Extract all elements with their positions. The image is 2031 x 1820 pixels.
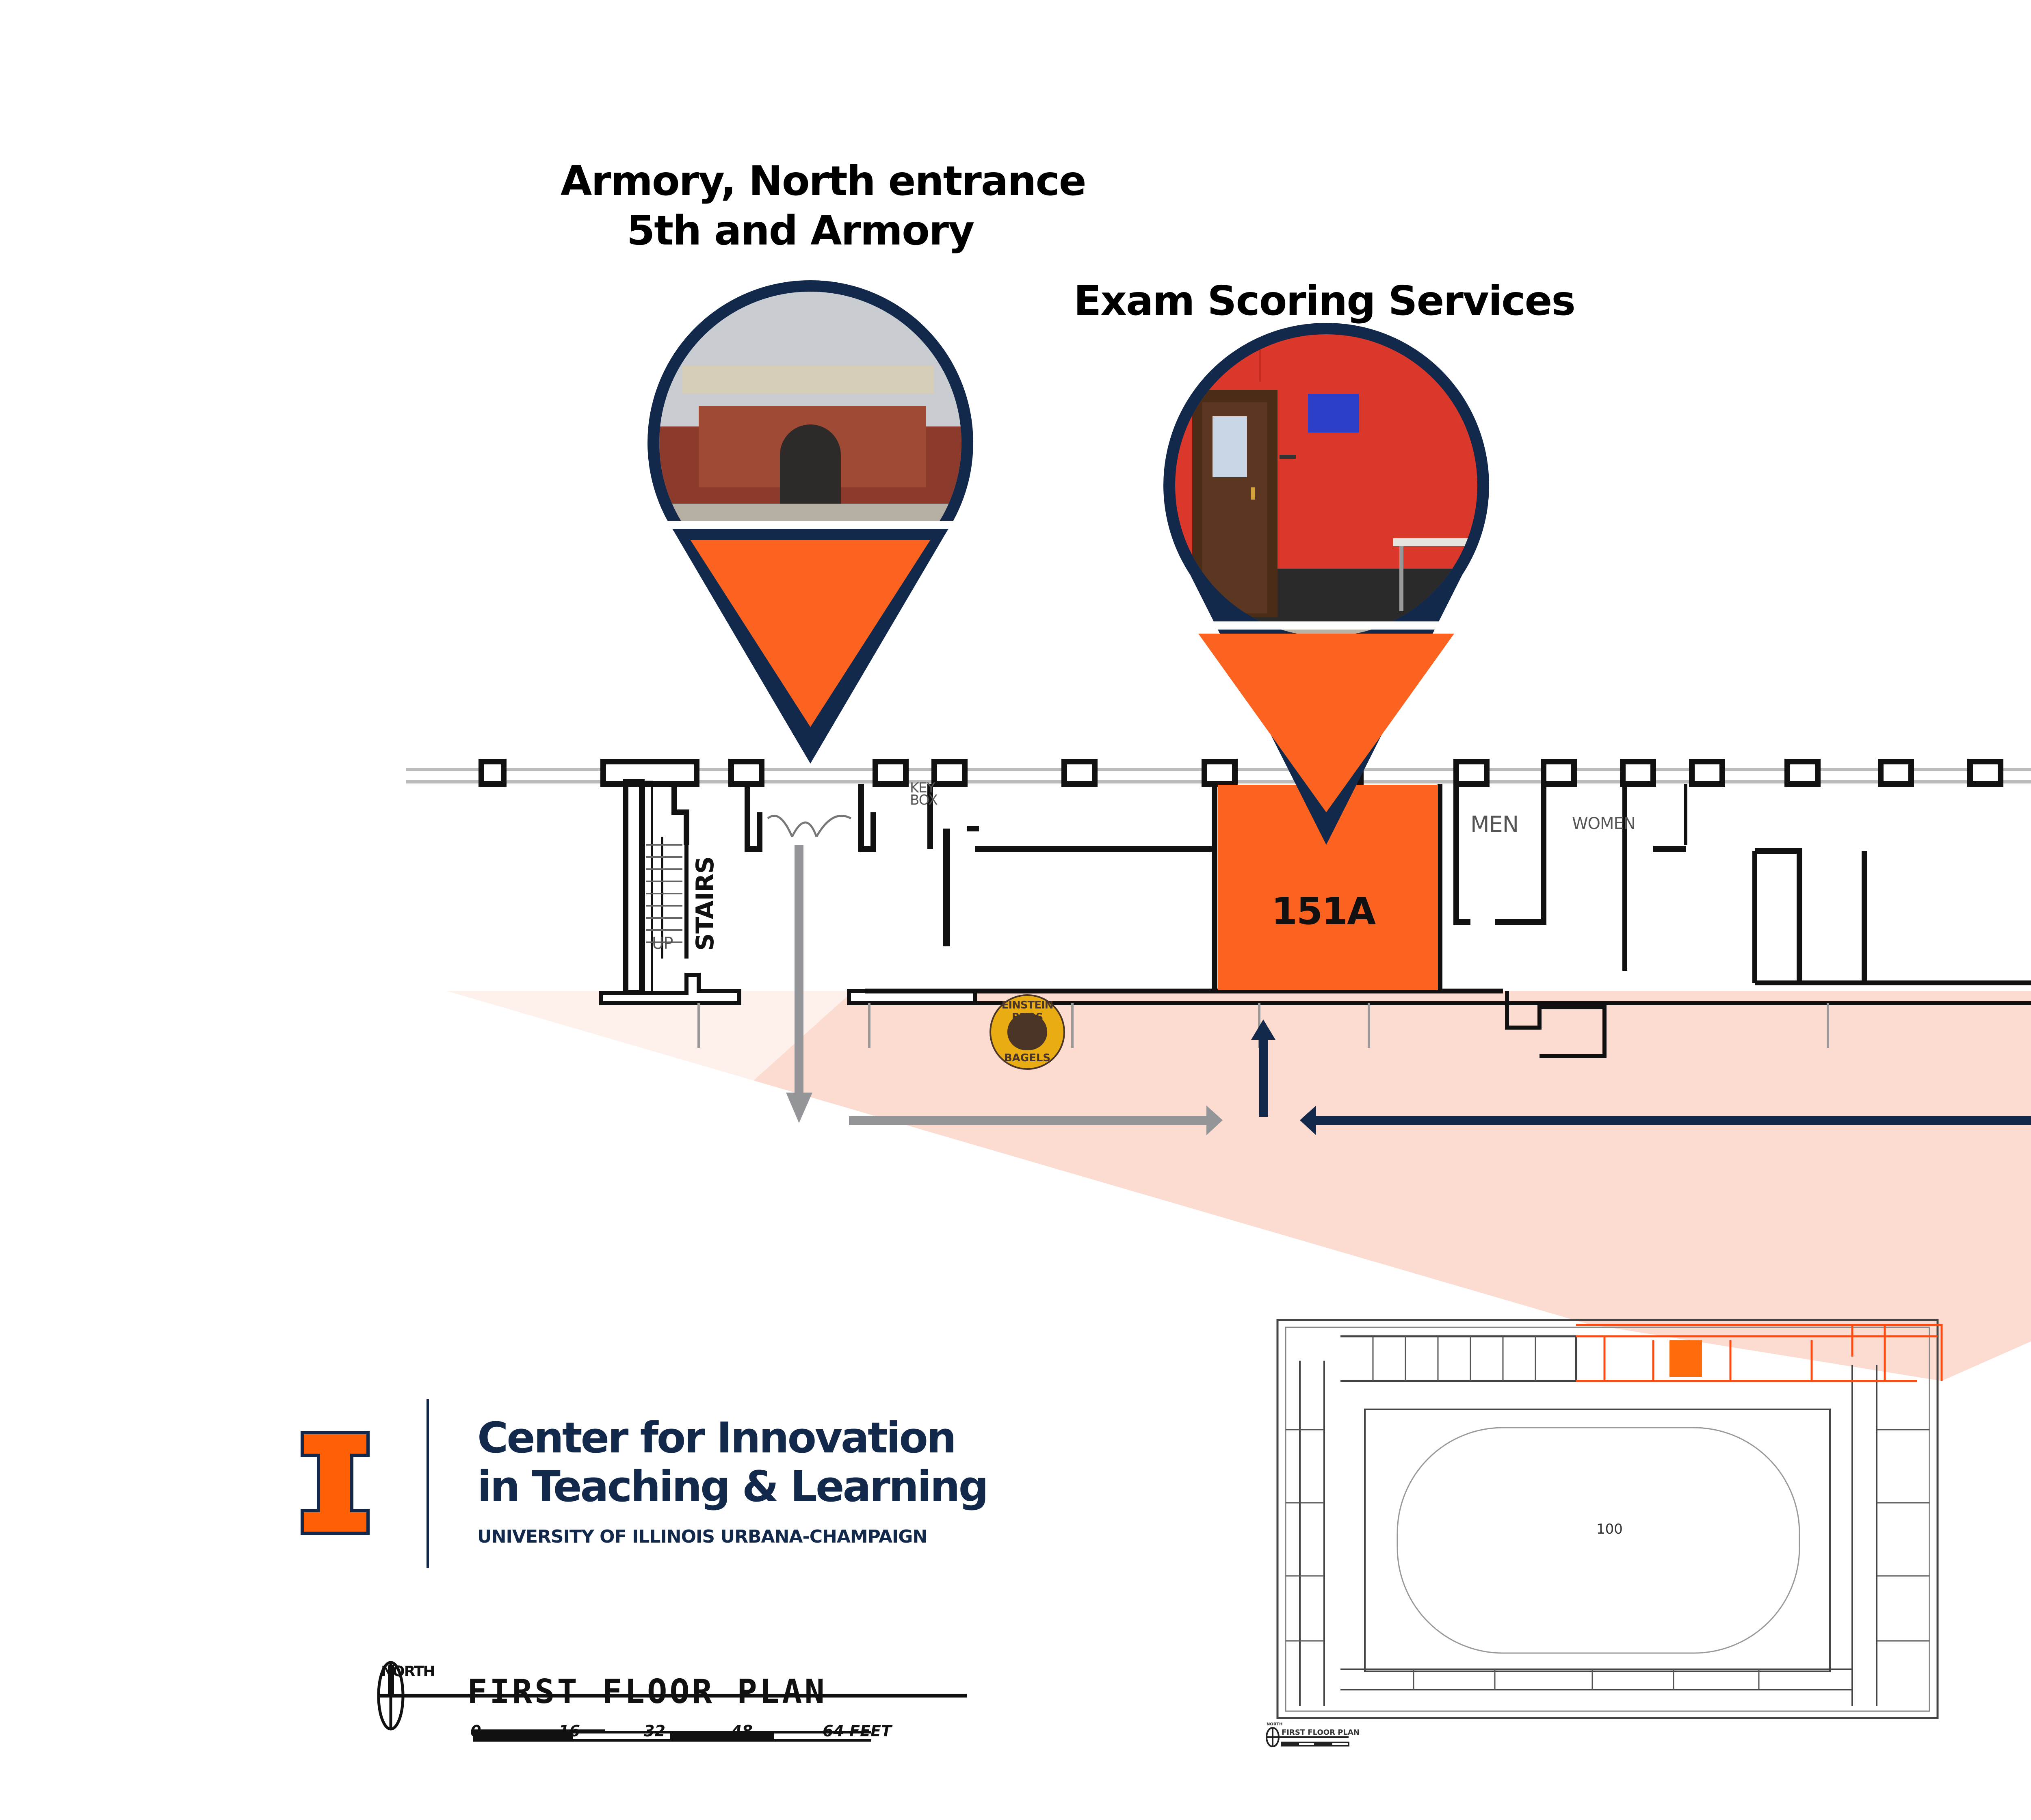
scale-tick: 32 — [644, 1722, 665, 1740]
overview-title: FIRST FLOOR PLAN — [1282, 1728, 1360, 1737]
pin-label-line: Armory, North entrance — [561, 157, 1087, 205]
overview-north: NORTH — [1267, 1722, 1283, 1727]
scale-tick: 0 — [470, 1722, 481, 1740]
pin-label-line: 5th and Armory — [626, 207, 975, 254]
logo-title-line: in Teaching & Learning — [477, 1462, 989, 1511]
key-box-line: KEY — [910, 780, 935, 796]
key-box-line: BOX — [910, 792, 938, 808]
logo-title-line: Center for Innovation — [477, 1413, 957, 1463]
pin-exam-scoring-services[interactable] — [1163, 322, 1489, 845]
overview-151a-highlight — [1669, 1340, 1702, 1377]
stairs-label: STAIRS — [691, 857, 719, 951]
route-northeast-entrance — [1251, 1019, 2031, 1135]
north-label: NORTH — [381, 1663, 435, 1680]
men-restroom-label: MEN — [1470, 812, 1519, 837]
route-north-entrance — [786, 845, 1223, 1135]
scale-bar-extended — [473, 1731, 871, 1742]
floor-plan-legend: NORTH FIRST FLOOR PLAN 0 16 32 48 64 FEE… — [374, 1653, 942, 1755]
einstein-bros-bagels-logo[interactable]: EINSTEIN BROS BAGELS — [990, 994, 1065, 1070]
logo-university: UNIVERSITY OF ILLINOIS URBANA-CHAMPAIGN — [477, 1526, 927, 1547]
women-restroom-label: WOMEN — [1572, 814, 1636, 833]
stairs-up-label: UP — [652, 934, 673, 953]
pin-label-north-entrance: Armory, North entrance 5th and Armory — [561, 156, 1087, 255]
detail-floor-plan — [406, 759, 2031, 1058]
bagel-faces-icon — [1007, 1013, 1047, 1050]
scale-tick: 64 FEET — [823, 1722, 892, 1740]
overview-floor-plan — [1276, 1319, 1943, 1719]
key-box-label: KEY BOX — [910, 780, 938, 808]
citl-logo: Center for Innovation in Teaching & Lear… — [297, 1389, 989, 1572]
pin-label-exam-scoring: Exam Scoring Services — [1072, 276, 1576, 326]
overview-scale — [1266, 1727, 1349, 1747]
scale-tick: 48 — [731, 1722, 753, 1740]
zoom-beam — [447, 991, 2031, 1381]
room-label-151a[interactable]: 151A — [1271, 889, 1376, 933]
scale-tick: 16 — [559, 1722, 580, 1740]
logo-title: Center for Innovation in Teaching & Lear… — [477, 1413, 989, 1511]
legend-title: FIRST FLOOR PLAN — [467, 1673, 827, 1711]
bagel-bottom-text: BAGELS — [1004, 1052, 1051, 1064]
pin-label-line: Exam Scoring Services — [1074, 277, 1576, 325]
illinois-block-i-icon — [301, 1431, 370, 1535]
logo-divider — [427, 1399, 429, 1568]
overview-room-100: 100 — [1596, 1521, 1623, 1537]
pin-north-entrance[interactable] — [647, 280, 975, 764]
